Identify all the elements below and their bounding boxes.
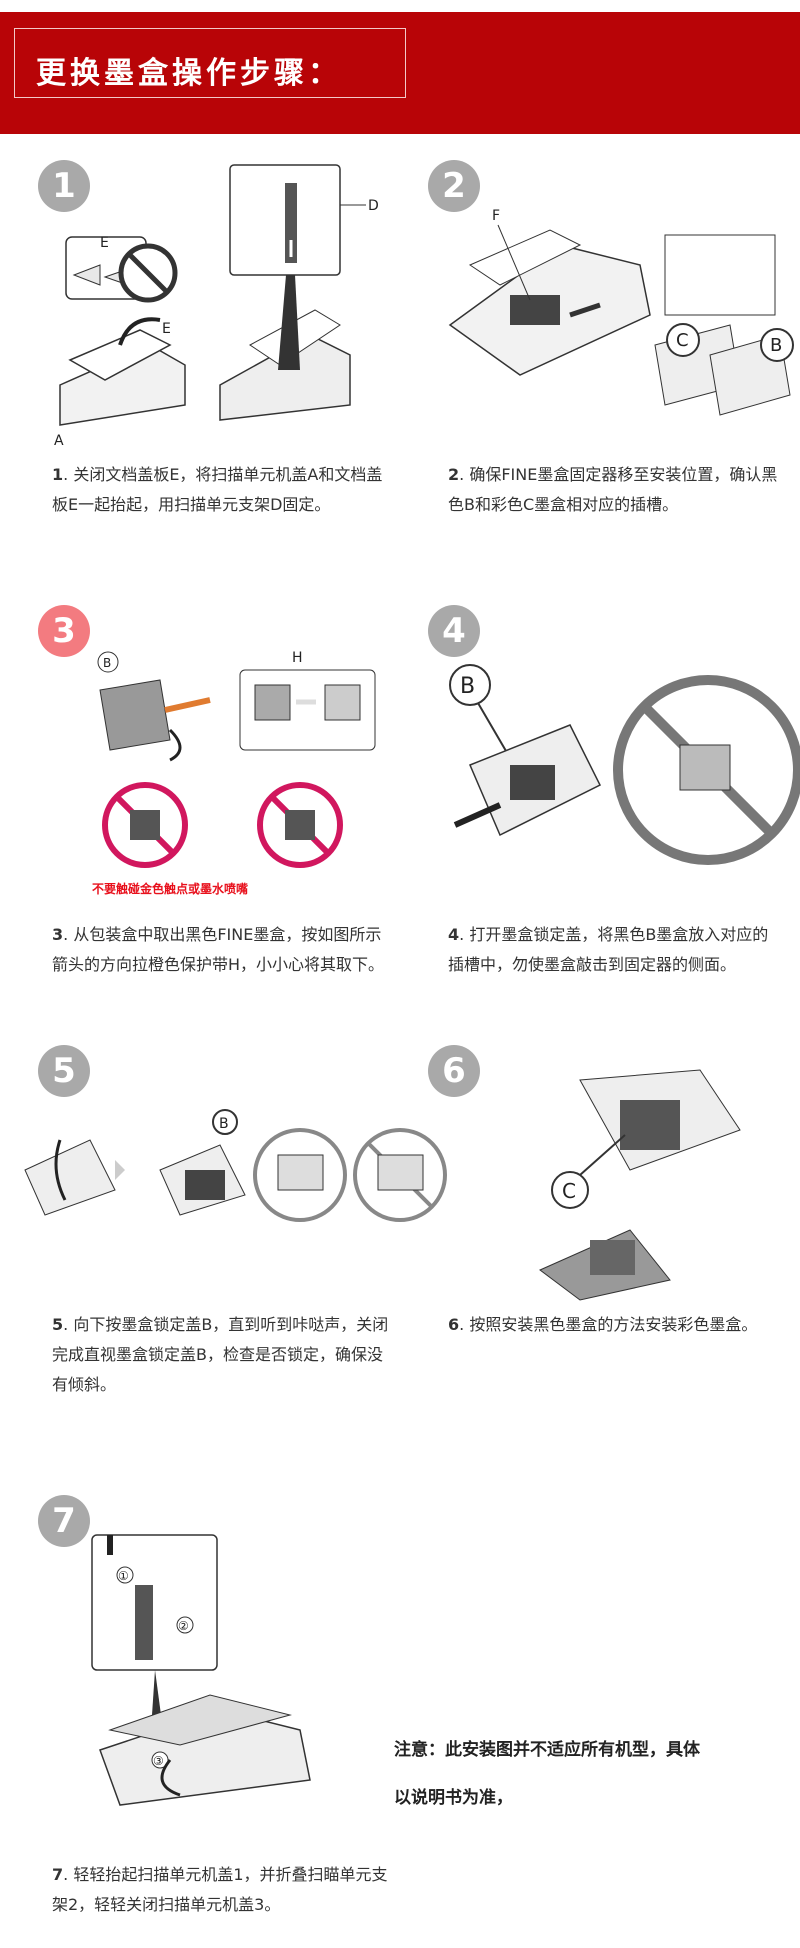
step-1-illustration: E E A D (54, 164, 379, 449)
label-c: C (562, 1179, 576, 1203)
label-three: ③ (153, 1754, 164, 1768)
label-b: B (460, 674, 475, 699)
step-3-warning: 不要触碰金色触点或墨水喷嘴 (92, 882, 249, 896)
label-d: D (368, 198, 379, 214)
step-4-illustration: B (449, 664, 800, 865)
label-two: ② (178, 1619, 189, 1633)
note-line-2: 以说明书为准， (394, 1788, 513, 1808)
label-h: H (292, 650, 303, 666)
step-2-number: 2 (428, 160, 480, 212)
step-7-illustration: ① ② ③ (91, 1534, 311, 1806)
step-2-caption: 2. 确保FINE墨盒固定器移至安装位置，确认黑色B和彩色C墨盒相对应的插槽。 (448, 465, 778, 514)
step-3-illustration: B H (97, 650, 376, 868)
step-4-number: 4 (428, 605, 480, 657)
step-6-illustration: C (539, 1069, 741, 1301)
label-e-top: E (100, 235, 109, 251)
disclaimer-note: 注意：此安装图并不适应所有机型，具体 以说明书为准， (394, 1726, 794, 1822)
step-1-number: 1 (38, 160, 90, 212)
step-5-number: 5 (38, 1045, 90, 1097)
step-4-caption: 4. 打开墨盒锁定盖，将黑色B墨盒放入对应的插槽中，勿使墨盒敲击到固定器的侧面。 (448, 925, 769, 974)
page-header (0, 12, 800, 134)
header-title-frame (14, 28, 406, 98)
top-margin (0, 0, 800, 12)
label-c: C (676, 330, 689, 351)
step-2-illustration: F C B (448, 208, 794, 416)
step-5-illustration: B (24, 1109, 447, 1222)
label-b: B (103, 656, 111, 670)
step-3-caption: 3. 从包装盒中取出黑色FINE墨盒，按如图所示箭头的方向拉橙色保护带H，小小心… (52, 925, 385, 974)
step-5-caption: 5. 向下按墨盒锁定盖B，直到听到咔哒声，关闭完成直视墨盒锁定盖B，检查是否锁定… (52, 1315, 389, 1394)
page-title: 更换墨盒操作步骤： (36, 56, 342, 91)
label-b: B (219, 1116, 229, 1132)
step-6-number: 6 (428, 1045, 480, 1097)
label-b: B (770, 335, 782, 356)
note-line-1: 注意：此安装图并不适应所有机型，具体 (394, 1740, 700, 1760)
label-f: F (492, 208, 500, 224)
step-3-number: 3 (38, 605, 90, 657)
step-7-number: 7 (38, 1495, 90, 1547)
step-1-caption: 1. 关闭文档盖板E，将扫描单元机盖A和文档盖板E一起抬起，用扫描单元支架D固定… (52, 465, 383, 514)
step-7-caption: 7. 轻轻抬起扫描单元机盖1，并折叠扫瞄单元支架2，轻轻关闭扫描单元机盖3。 (52, 1865, 388, 1914)
label-e-bottom: E (162, 321, 171, 337)
step-6-caption: 6. 按照安装黑色墨盒的方法安装彩色墨盒。 (448, 1315, 758, 1334)
label-a: A (54, 433, 64, 449)
label-one: ① (118, 1569, 129, 1583)
